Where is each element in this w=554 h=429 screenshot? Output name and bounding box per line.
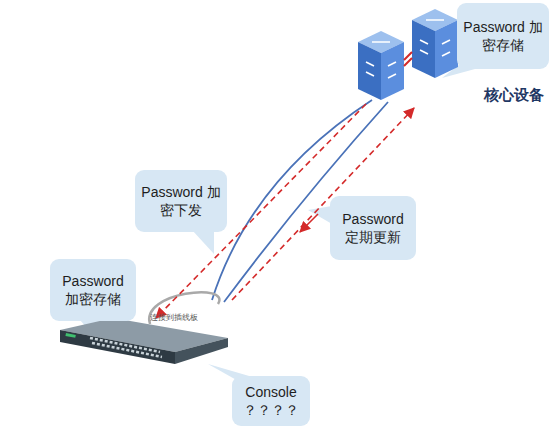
callout-bubble: Password 加密存储 [457, 3, 549, 69]
callout-text: Console ？？？？ [238, 383, 304, 419]
cable-note: 连接到插线板 [150, 312, 198, 323]
callout-bubble: Password 加密下发 [135, 170, 227, 232]
access-switch [60, 318, 228, 364]
device-name: 核心设备 [484, 86, 544, 105]
callout-tail [192, 230, 214, 254]
callout-text: Password 加密存储 [56, 272, 130, 308]
callout-bubble: Password 定期更新 [330, 196, 416, 260]
power-cable [149, 292, 219, 324]
callout-text: Password 加密存储 [463, 18, 543, 54]
stack-link [404, 52, 412, 66]
callout-text: Password 加密下发 [141, 183, 221, 219]
callout-bubble: Console ？？？？ [232, 376, 310, 426]
core-switch [358, 31, 404, 100]
core-switch [412, 9, 458, 78]
callout-bubble: Password 加密存储 [50, 259, 136, 321]
callout-text: Password 定期更新 [336, 210, 410, 246]
flow-arrow [300, 214, 318, 232]
